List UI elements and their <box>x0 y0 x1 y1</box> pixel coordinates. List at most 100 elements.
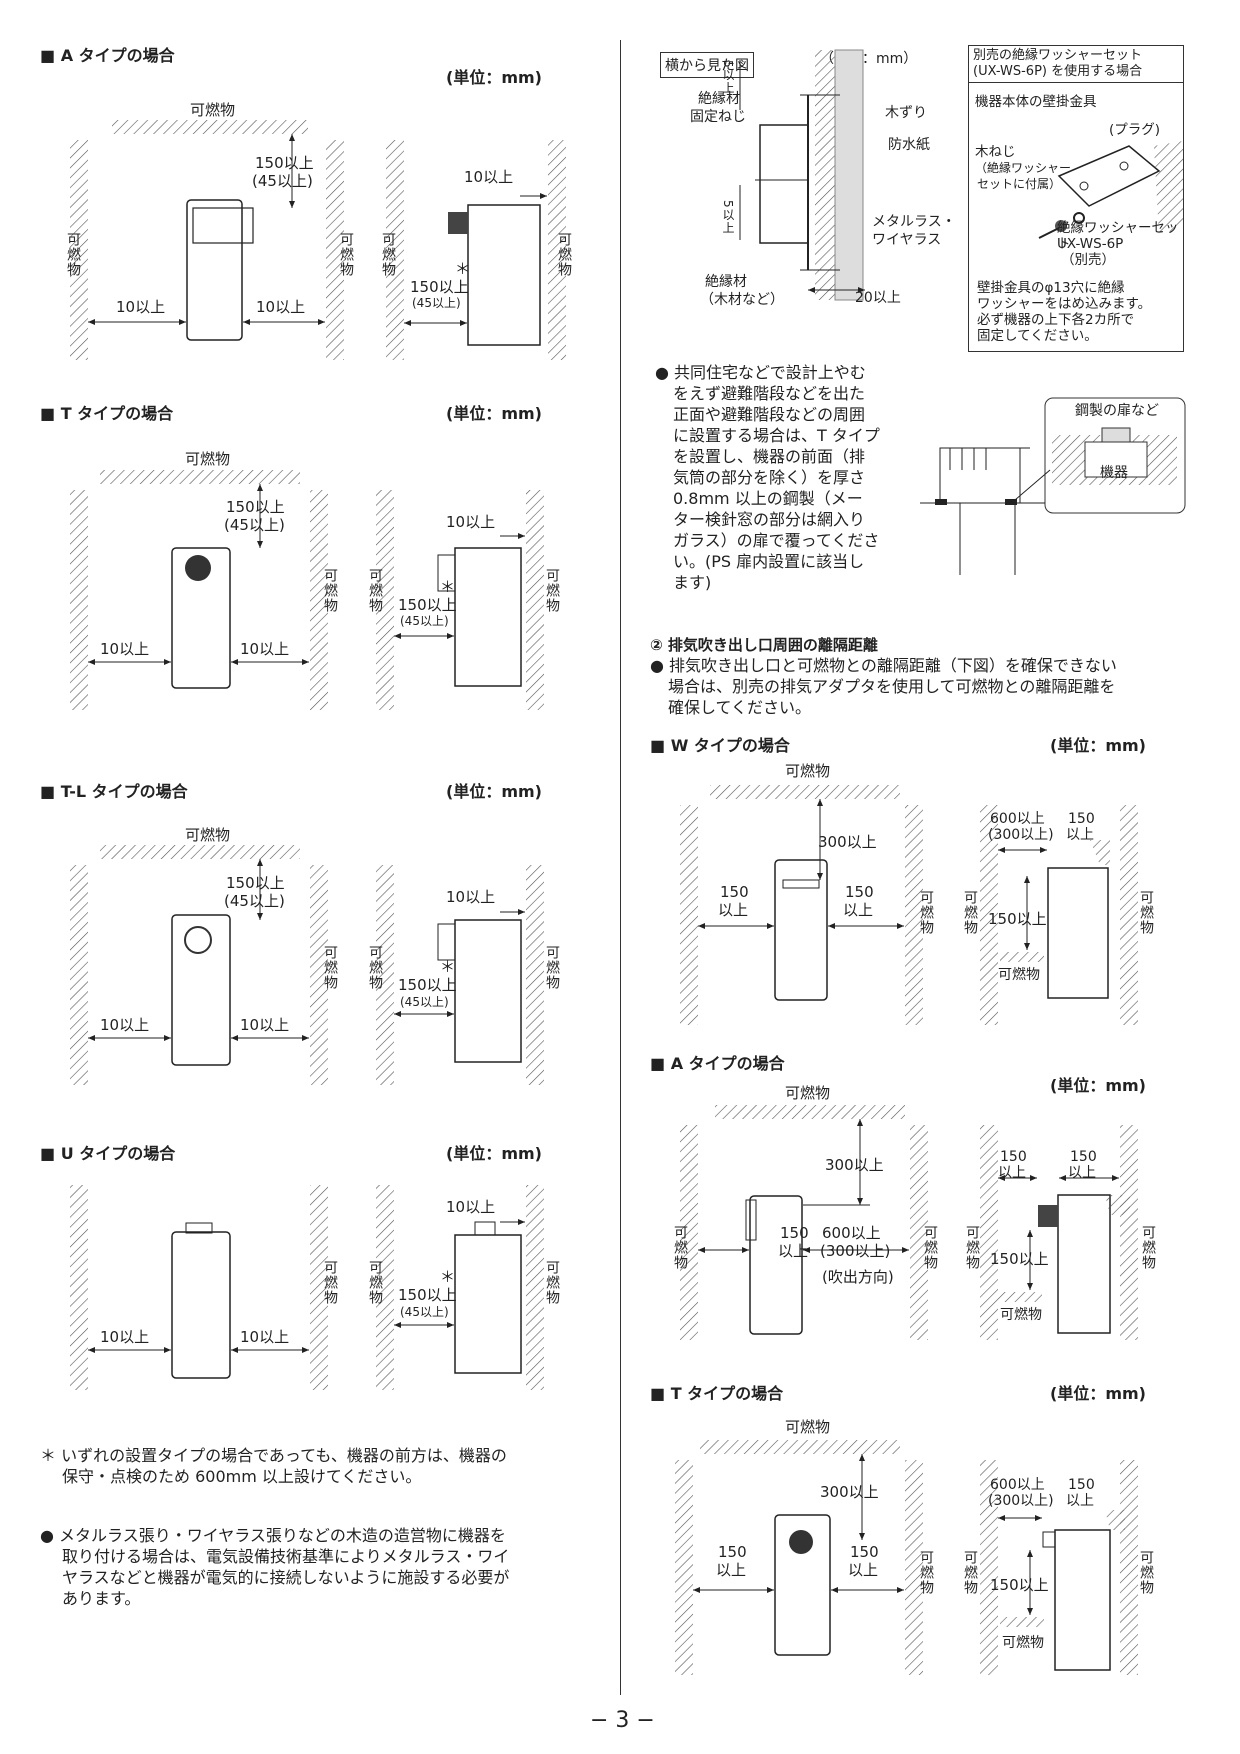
clearance-label: 150 <box>780 1224 809 1242</box>
clearance-label: 10以上 <box>240 640 290 658</box>
clearance-label: 150以上 <box>398 596 457 614</box>
column-divider <box>620 40 621 1695</box>
clearance-label: 300以上 <box>818 833 877 851</box>
combustible-label: 可燃物 <box>65 232 81 277</box>
section-title: ■ A タイプの場合 <box>650 1054 785 1073</box>
para-line: に設置する場合は、T タイプ <box>673 426 880 445</box>
label: ワイヤラス <box>872 232 942 248</box>
combustible-label: 可燃物 <box>380 232 396 277</box>
unit-label: (単位：mm) <box>446 1144 542 1163</box>
clearance-label: 10以上 <box>240 1016 290 1034</box>
washer-label: 木ねじ <box>975 144 1016 160</box>
washer-label: （別売） <box>1061 252 1115 268</box>
para-line: ガラス）の扉で覆ってくださ <box>673 531 880 550</box>
asterisk: ＊ <box>440 958 456 976</box>
combustible-label: 可燃物 <box>962 890 978 935</box>
clearance-label: 150 <box>720 883 749 901</box>
clearance-label: 150 <box>1070 1149 1097 1165</box>
clearance-label: 10以上 <box>464 168 514 186</box>
clearance-label: 150以上 <box>410 278 469 296</box>
para-line: をえず避難階段などを出た <box>673 384 866 403</box>
clearance-label: 150以上 <box>398 1286 457 1304</box>
clearance-label: 以上 <box>778 1242 809 1260</box>
para-line: ● 共同住宅などで設計上やむ <box>655 363 866 382</box>
combustible-label: 可燃物 <box>962 1550 978 1595</box>
clearance-label: 150以上 <box>990 1250 1049 1268</box>
combustible-label: 可燃物 <box>544 945 560 990</box>
clearance-label: 600以上 <box>990 1477 1045 1493</box>
label: 5以上 <box>721 200 735 235</box>
clearance-label: (45以上) <box>400 614 449 628</box>
unit-box-label: 機器 <box>1100 465 1128 481</box>
clearance-label: 以上 <box>1066 827 1094 843</box>
note-line: ヤラスなどと機器が電気的に接続しないように施設する必要が <box>62 1568 510 1587</box>
label: 固定ねじ <box>690 109 746 125</box>
clearance-label: 10以上 <box>446 513 496 531</box>
combustible-label: 可燃物 <box>1138 1550 1154 1595</box>
combustible-label: 可燃物 <box>544 568 560 613</box>
clearance-label: (300以上) <box>988 827 1054 843</box>
clearance-label: (45以上) <box>224 516 285 534</box>
section-title: ■ T タイプの場合 <box>40 404 174 423</box>
combustible-label: 可燃物 <box>964 1225 980 1270</box>
unit-label: (単位：mm) <box>446 68 542 87</box>
clearance-label: 以上 <box>998 1165 1026 1181</box>
clearance-label: 600以上 <box>822 1224 881 1242</box>
clearance-label: 以上 <box>716 1561 747 1579</box>
clearance-label: 150 <box>1068 1477 1095 1493</box>
clearance-label: 10以上 <box>256 298 306 316</box>
label: 絶縁材 <box>705 274 747 290</box>
exhaust-text: ● 排気吹き出し口と可燃物との離隔距離（下図）を確保できない 場合は、別売の排気… <box>650 655 1117 718</box>
washer-note: ワッシャーをはめ込みます。 <box>977 296 1152 312</box>
clearance-label: 150以上 <box>226 874 285 892</box>
label: 木ずり <box>885 105 927 121</box>
unit-label: (単位：mm) <box>1050 1076 1146 1095</box>
washer-title: (UX-WS-6P) を使用する場合 <box>973 64 1143 79</box>
label: 20以上 <box>855 290 901 306</box>
footnote-line: ＊ いずれの設置タイプの場合であっても、機器の前方は、機器の <box>40 1446 507 1465</box>
combustible-label: 可燃物 <box>672 1225 688 1270</box>
note-line: ● メタルラス張り・ワイヤラス張りなどの木造の造営物に機器を <box>40 1526 506 1545</box>
para-line: 場合は、別売の排気アダプタを使用して可燃物との離隔距離を <box>668 677 1116 696</box>
combustible-label: 可燃物 <box>1140 1225 1156 1270</box>
clearance-label: 10以上 <box>116 298 166 316</box>
clearance-label: (300以上) <box>988 1493 1054 1509</box>
combustible-label: 可燃物 <box>322 568 338 613</box>
footnote: ＊ いずれの設置タイプの場合であっても、機器の前方は、機器の 保守・点検のため … <box>40 1445 507 1487</box>
clearance-label: 600以上 <box>990 811 1045 827</box>
clearance-label: (45以上) <box>400 1305 449 1319</box>
washer-label: (プラグ) <box>1109 122 1161 138</box>
note-line: 取り付ける場合は、電気設備技術基準によりメタルラス・ワイ <box>62 1547 510 1566</box>
combustible-label: 可燃物 <box>1002 1635 1044 1651</box>
asterisk: ＊ <box>440 1268 456 1286</box>
clearance-label: 150 <box>1000 1149 1027 1165</box>
washer-box: 別売の絶縁ワッシャーセット (UX-WS-6P) を使用する場合 機器本体の壁掛… <box>968 45 1184 352</box>
para-line: 気筒の部分を除く）を厚さ <box>673 468 866 487</box>
clearance-label: 10以上 <box>240 1328 290 1346</box>
label: （木材など） <box>700 292 784 308</box>
para-line: ます) <box>673 573 712 592</box>
clearance-label: 10以上 <box>100 1016 150 1034</box>
clearance-label: 以上 <box>848 1561 879 1579</box>
para-line: 確保してください。 <box>668 698 812 717</box>
para-line: ● 排気吹き出し口と可燃物との離隔距離（下図）を確保できない <box>650 656 1117 675</box>
combustible-label: 可燃物 <box>190 101 236 119</box>
clearance-label: (45以上) <box>252 172 313 190</box>
clearance-label: 150 <box>1068 811 1095 827</box>
section-title: ■ T タイプの場合 <box>650 1384 784 1403</box>
washer-label: UX-WS-6P <box>1057 236 1124 252</box>
clearance-label: 150 <box>718 1543 747 1561</box>
para-line: 0.8mm 以上の鋼製（メー <box>673 489 863 508</box>
para-line: ター検針窓の部分は網入り <box>673 510 866 529</box>
combustible-label: 可燃物 <box>367 945 383 990</box>
combustible-label: 可燃物 <box>367 568 383 613</box>
clearance-label: 10以上 <box>100 640 150 658</box>
clearance-label: (45以上) <box>400 995 449 1009</box>
